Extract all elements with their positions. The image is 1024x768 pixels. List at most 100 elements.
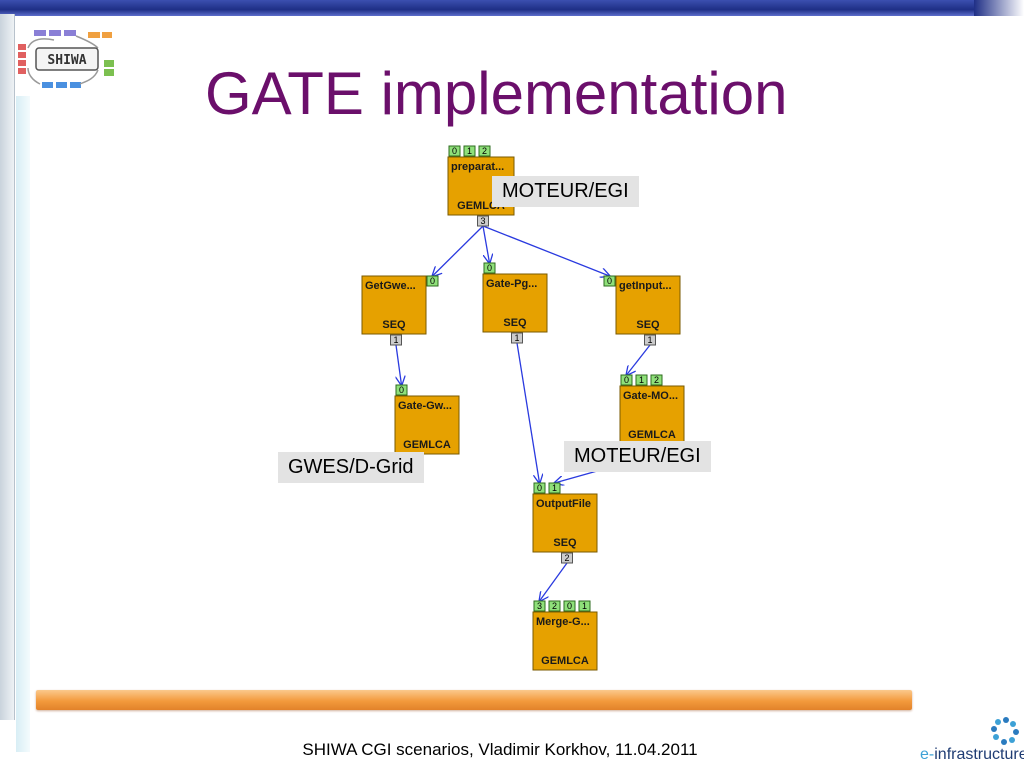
input-port-label: 2 [482, 146, 487, 156]
callout-gwes-dgrid: GWES/D-Grid [278, 452, 424, 483]
input-port [603, 275, 616, 287]
top-bar-fade [974, 0, 1024, 16]
logo-block [104, 69, 114, 76]
node-label: Gate-Gw... [398, 400, 452, 412]
shiwa-logo: SHIWA [18, 30, 114, 88]
node-box [615, 275, 681, 335]
output-port-label: 1 [647, 335, 652, 345]
logo-text: SHIWA [47, 53, 86, 68]
input-port [650, 374, 663, 386]
node-type: SEQ [382, 319, 406, 331]
node-label: Merge-G... [536, 616, 590, 628]
input-port-label: 0 [399, 385, 404, 395]
input-port [563, 600, 576, 612]
node-box [532, 493, 598, 553]
logo-block [18, 68, 26, 74]
logo-block [18, 52, 26, 58]
node-label: getInput... [619, 280, 672, 292]
output-port [390, 334, 402, 346]
callout-moteur-egi-top: MOTEUR/EGI [492, 176, 639, 207]
logo-block [102, 32, 112, 38]
input-port-label: 0 [537, 483, 542, 493]
input-port [395, 384, 408, 396]
logo-block [104, 60, 114, 67]
node-box [361, 275, 427, 335]
input-port-label: 1 [467, 146, 472, 156]
node-label: Gate-Pg... [486, 278, 537, 290]
node-type: SEQ [636, 319, 660, 331]
output-port-label: 1 [514, 333, 519, 343]
output-port-label: 2 [564, 553, 569, 563]
output-port-label: 1 [393, 335, 398, 345]
logo-block [18, 60, 26, 66]
input-port [548, 482, 561, 494]
node-type: SEQ [503, 317, 527, 329]
input-port-label: 0 [452, 146, 457, 156]
node-type: GEMLCA [628, 429, 676, 441]
output-port [644, 334, 656, 346]
logo-swirl [27, 35, 99, 85]
node-label: OutputFile [536, 498, 591, 510]
left-rail-inner [16, 96, 30, 752]
brand-prefix: e- [920, 746, 935, 763]
node-gategw: Gate-Gw... GEMLCA 0 [394, 384, 460, 455]
left-rail [0, 14, 15, 720]
input-port [578, 600, 591, 612]
e-infrastructure-dots-icon [991, 717, 1019, 745]
node-box [394, 395, 460, 455]
input-port-label: 0 [430, 276, 435, 286]
input-port-label: 1 [582, 601, 587, 611]
node-box [619, 385, 685, 445]
logo-block [88, 32, 100, 38]
logo-badge [35, 47, 99, 71]
edge-outputfile-to-mergeg [540, 562, 568, 601]
logo-block [56, 82, 67, 88]
e-infrastructure-text: e-infrastructure [920, 746, 1024, 764]
node-label: GetGwe... [365, 280, 416, 292]
input-port [463, 145, 476, 157]
edge-gatepg-to-outputfile [516, 342, 540, 483]
input-port-label: 0 [567, 601, 572, 611]
input-port [533, 482, 546, 494]
input-port-label: 2 [552, 601, 557, 611]
input-port [620, 374, 633, 386]
top-title-bar [0, 0, 1024, 16]
node-label: Gate-MO... [623, 390, 678, 402]
callout-moteur-egi-bottom: MOTEUR/EGI [564, 441, 711, 472]
slide-title: GATE implementation [205, 60, 788, 127]
logo-block [49, 30, 61, 36]
input-port-label: 2 [654, 375, 659, 385]
edge-getgwe-to-gategw [396, 344, 402, 385]
node-box [532, 611, 598, 671]
edge-prep-to-getinput [482, 225, 610, 276]
output-port [477, 215, 489, 227]
edge-getinput-to-gatemo [627, 344, 651, 375]
output-port [511, 332, 523, 344]
brand-suffix: infrastructure [934, 746, 1024, 763]
logo-block [70, 82, 81, 88]
footer-text: SHIWA CGI scenarios, Vladimir Korkhov, 1… [302, 740, 698, 759]
node-getgwe: GetGwe... SEQ 0 1 [361, 275, 439, 346]
input-port-label: 3 [537, 601, 542, 611]
e-infrastructure-logo: e-infrastructure [920, 716, 1024, 768]
node-type: GEMLCA [403, 439, 451, 451]
input-port-label: 0 [624, 375, 629, 385]
input-port [448, 145, 461, 157]
input-port [483, 262, 496, 274]
input-port [548, 600, 561, 612]
logo-block [64, 30, 76, 36]
input-port-label: 1 [639, 375, 644, 385]
node-label: preparat... [451, 161, 504, 173]
node-type: SEQ [553, 537, 577, 549]
logo-block [34, 30, 46, 36]
logo-block [18, 44, 26, 50]
output-port [561, 552, 573, 564]
logo-block [42, 82, 53, 88]
